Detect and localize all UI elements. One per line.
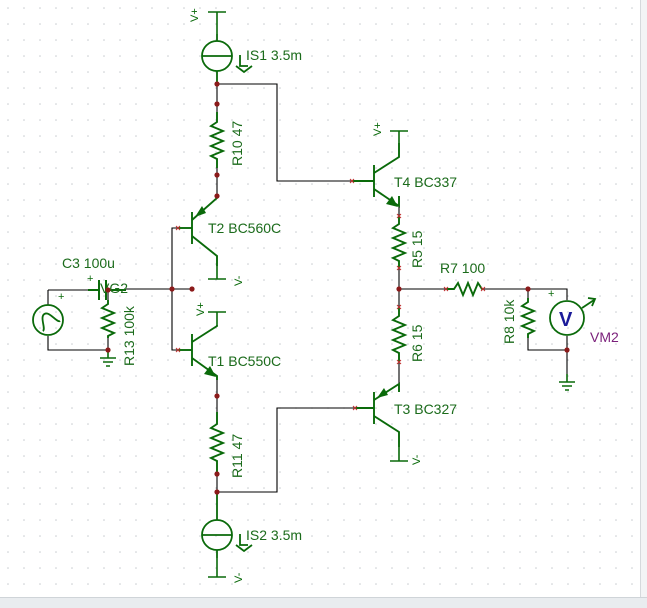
capacitor-c3[interactable]: + C3 100u (62, 255, 126, 300)
sine-generator-icon[interactable]: + (32, 291, 64, 336)
junction-nodes (105, 81, 570, 495)
voltmeter-symbol: V (559, 309, 573, 331)
transistor-t1[interactable]: T1 BC550C (178, 325, 281, 380)
label-r13: R13 100k (121, 305, 137, 366)
current-source-icon-is2[interactable]: IS2 3.5m (201, 492, 302, 558)
rail-terminals (208, 11, 408, 578)
label-is1: IS1 3.5m (246, 47, 302, 63)
label-r7: R7 100 (440, 260, 485, 276)
label-r5: R5 15 (409, 230, 425, 268)
vm2-plus-sign: + (548, 288, 554, 300)
label-vg2: VG2 (100, 280, 128, 296)
rail-t2-collector: V- (233, 275, 245, 286)
resistor-r7[interactable] (446, 280, 483, 298)
canvas-right-edge (640, 0, 647, 597)
label-t4: T4 BC337 (394, 174, 457, 190)
rail-t3-collector: V- (411, 454, 423, 465)
label-t2: T2 BC560C (208, 220, 281, 236)
pin-markers (175, 178, 486, 411)
label-r10: R10 47 (229, 121, 245, 166)
transistor-t4[interactable]: T4 BC337 (352, 143, 457, 208)
label-r6: R6 15 (409, 324, 425, 362)
ground-icon-input (100, 350, 116, 367)
current-source-icon-is1[interactable]: IS1 3.5m (201, 34, 302, 84)
rail-top-is1: V+ (189, 8, 201, 22)
voltmeter-icon[interactable]: V + VM2 (548, 288, 619, 345)
wires (47, 83, 568, 493)
resistor-zigzags (99, 112, 537, 474)
label-r11: R11 47 (229, 434, 245, 478)
rail-bottom-is2: V- (233, 572, 245, 583)
label-vm2: VM2 (590, 329, 619, 345)
label-c3: C3 100u (62, 255, 115, 271)
grid-background (0, 0, 640, 597)
vg2-plus-sign: + (58, 291, 64, 303)
label-t1: T1 BC550C (208, 353, 281, 369)
c3-plus-sign: + (87, 273, 93, 285)
label-is2: IS2 3.5m (246, 527, 302, 543)
transistor-t3[interactable]: T3 BC327 (355, 382, 457, 447)
ground-icon-output (559, 374, 575, 391)
label-t3: T3 BC327 (394, 401, 457, 417)
rail-t4-collector: V+ (372, 122, 384, 136)
rail-t1-collector: V+ (195, 302, 207, 316)
label-r8: R8 10k (501, 299, 517, 344)
canvas-scrollbar-band[interactable] (0, 597, 647, 608)
